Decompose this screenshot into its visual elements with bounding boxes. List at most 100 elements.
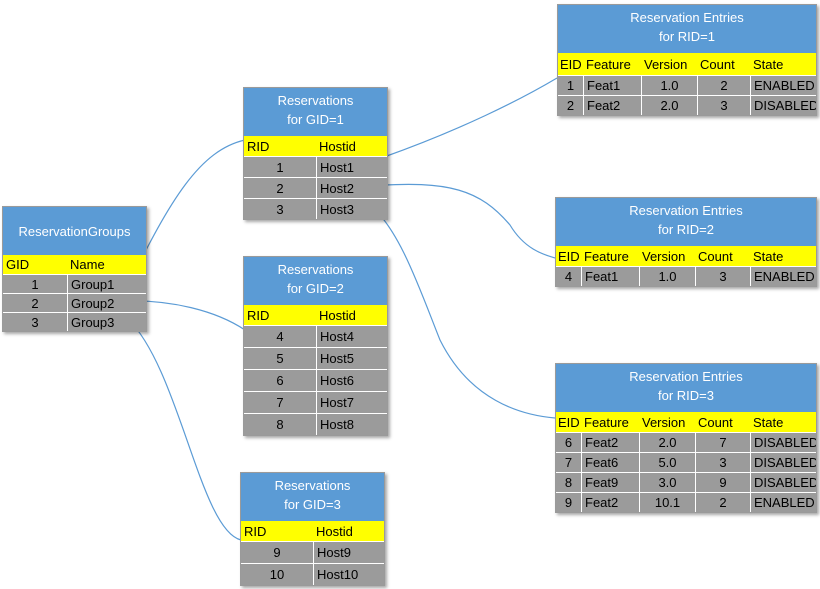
- rid-cell: 10: [269, 567, 285, 582]
- eid-cell: 2: [566, 98, 575, 113]
- count-cell: 3: [695, 453, 750, 472]
- hostid-cell: Host1: [316, 157, 387, 177]
- table-header-row: EID Feature Version Count State: [558, 53, 816, 75]
- state-cell: DISABLED: [750, 473, 816, 492]
- entries-rid3-table: Reservation Entries for RID=3 EID Featur…: [555, 363, 817, 513]
- reservations-gid3-table: Reservations for GID=3 RID Hostid 9 Host…: [240, 472, 385, 586]
- table-title-line1: Reservations: [277, 262, 354, 277]
- connector-host2-to-entries2: [369, 183, 556, 259]
- table-row: 9 Host9: [241, 541, 384, 563]
- table-title-line1: Reservation Entries: [629, 369, 743, 384]
- rid-cell: 8: [276, 417, 284, 432]
- table-title-text: ReservationGroups: [18, 223, 131, 239]
- column-header-count: Count: [700, 56, 735, 72]
- name-cell: Group2: [67, 294, 146, 312]
- table-title: Reservation Entries for RID=3: [556, 364, 816, 412]
- table-title-line1: Reservation Entries: [629, 203, 743, 218]
- table-row: 8 Host8: [244, 413, 387, 435]
- table-row: 3 Group3: [3, 312, 146, 331]
- table-title-line2: for RID=2: [658, 222, 714, 237]
- count-cell: 3: [695, 267, 750, 286]
- table-row: 4 Feat1 1.0 3 ENABLED: [556, 266, 816, 286]
- hostid-cell: Host5: [316, 348, 387, 369]
- table-header-row: RID Hostid: [244, 136, 387, 156]
- table-title-line1: Reservations: [277, 93, 354, 108]
- version-cell: 10.1: [639, 493, 695, 512]
- table-header-row: EID Feature Version Count State: [556, 412, 816, 432]
- column-header-state: State: [753, 248, 784, 264]
- eid-cell: 6: [564, 435, 573, 450]
- rid-cell: 5: [276, 351, 284, 366]
- feature-cell: Feat6: [581, 453, 639, 472]
- table-title-line2: for RID=1: [659, 29, 715, 44]
- column-header-version: Version: [644, 56, 688, 72]
- table-title-line1: Reservations: [274, 478, 351, 493]
- count-cell: 2: [697, 76, 750, 95]
- table-row: 10 Host10: [241, 563, 384, 585]
- table-row: 4 Host4: [244, 325, 387, 347]
- hostid-cell: Host2: [316, 178, 387, 198]
- hostid-cell: Host9: [313, 542, 384, 563]
- column-header-feature: Feature: [586, 56, 631, 72]
- column-header-hostid: Hostid: [316, 523, 353, 539]
- state-cell: DISABLED: [750, 433, 816, 452]
- rid-cell: 7: [276, 395, 284, 410]
- eid-cell: 1: [566, 78, 575, 93]
- table-title-line2: for GID=3: [284, 497, 341, 512]
- state-cell: ENABLED: [750, 493, 816, 512]
- name-cell: Group1: [67, 275, 146, 293]
- table-row: 1 Group1: [3, 274, 146, 293]
- version-cell: 2.0: [639, 433, 695, 452]
- rid-cell: 2: [276, 180, 284, 196]
- table-row: 3 Host3: [244, 198, 387, 219]
- count-cell: 2: [695, 493, 750, 512]
- feature-cell: Feat1: [583, 76, 641, 95]
- table-title: ReservationGroups: [3, 207, 146, 255]
- table-row: 8 Feat9 3.0 9 DISABLED: [556, 472, 816, 492]
- count-cell: 9: [695, 473, 750, 492]
- version-cell: 2.0: [641, 96, 697, 115]
- table-row: 6 Host6: [244, 369, 387, 391]
- version-cell: 1.0: [641, 76, 697, 95]
- column-header-rid: RID: [244, 523, 267, 539]
- table-row: 2 Host2: [244, 177, 387, 198]
- table-header-row: EID Feature Version Count State: [556, 246, 816, 266]
- connector-host1-to-entries1: [383, 77, 558, 158]
- feature-cell: Feat2: [581, 493, 639, 512]
- table-title-line2: for GID=2: [287, 281, 344, 296]
- count-cell: 3: [697, 96, 750, 115]
- rid-cell: 3: [276, 201, 284, 217]
- column-header-rid: RID: [247, 307, 270, 323]
- table-row: 6 Feat2 2.0 7 DISABLED: [556, 432, 816, 452]
- table-title-line2: for RID=3: [658, 388, 714, 403]
- gid-cell: 1: [31, 276, 39, 292]
- state-cell: DISABLED: [750, 453, 816, 472]
- table-title: Reservations for GID=3: [241, 473, 384, 521]
- state-cell: ENABLED: [750, 267, 816, 286]
- column-header-version: Version: [642, 414, 686, 430]
- table-title-line1: Reservation Entries: [630, 10, 744, 25]
- eid-cell: 4: [564, 269, 573, 284]
- version-cell: 1.0: [639, 267, 695, 286]
- hostid-cell: Host6: [316, 370, 387, 391]
- table-header-row: RID Hostid: [244, 305, 387, 325]
- column-header-version: Version: [642, 248, 686, 264]
- column-header-feature: Feature: [584, 248, 629, 264]
- column-header-name: Name: [70, 257, 105, 272]
- name-cell: Group3: [67, 313, 146, 331]
- column-header-count: Count: [698, 414, 733, 430]
- reservation-groups-table: ReservationGroups GID Name 1 Group1 2 Gr…: [2, 206, 147, 332]
- column-header-eid: EID: [560, 56, 582, 72]
- table-row: 1 Host1: [244, 156, 387, 177]
- gid-cell: 2: [31, 295, 39, 311]
- count-cell: 7: [695, 433, 750, 452]
- column-header-count: Count: [698, 248, 733, 264]
- table-row: 2 Group2: [3, 293, 146, 312]
- rid-cell: 9: [273, 545, 281, 560]
- state-cell: ENABLED: [750, 76, 816, 95]
- hostid-cell: Host3: [316, 199, 387, 219]
- hostid-cell: Host7: [316, 392, 387, 413]
- rid-cell: 4: [276, 329, 284, 344]
- eid-cell: 8: [564, 475, 573, 490]
- reservations-gid2-table: Reservations for GID=2 RID Hostid 4 Host…: [243, 256, 388, 436]
